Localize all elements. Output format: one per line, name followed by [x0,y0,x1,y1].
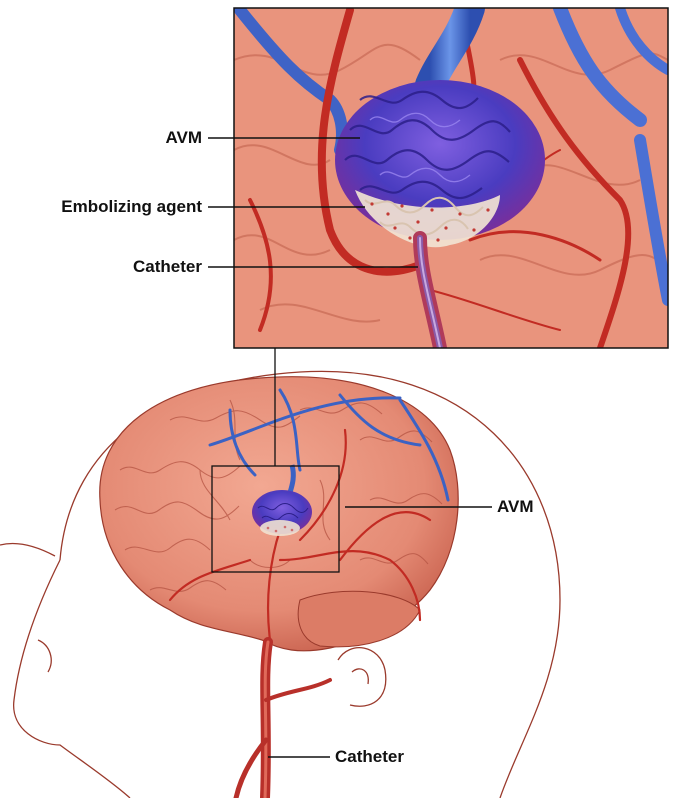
label-catheter-inset: Catheter [133,257,202,276]
label-catheter-neck: Catheter [335,747,404,766]
label-embolizing-agent: Embolizing agent [61,197,202,216]
leader-lines [208,137,492,758]
carotid-artery [233,637,332,798]
inset-frame [233,7,669,349]
magnified-inset [234,8,668,348]
catheter-magnified [413,231,447,348]
label-avm-brain: AVM [497,497,534,516]
brain [99,376,459,652]
label-avm-inset: AVM [165,128,202,147]
avm-brain-lesion [252,464,312,536]
